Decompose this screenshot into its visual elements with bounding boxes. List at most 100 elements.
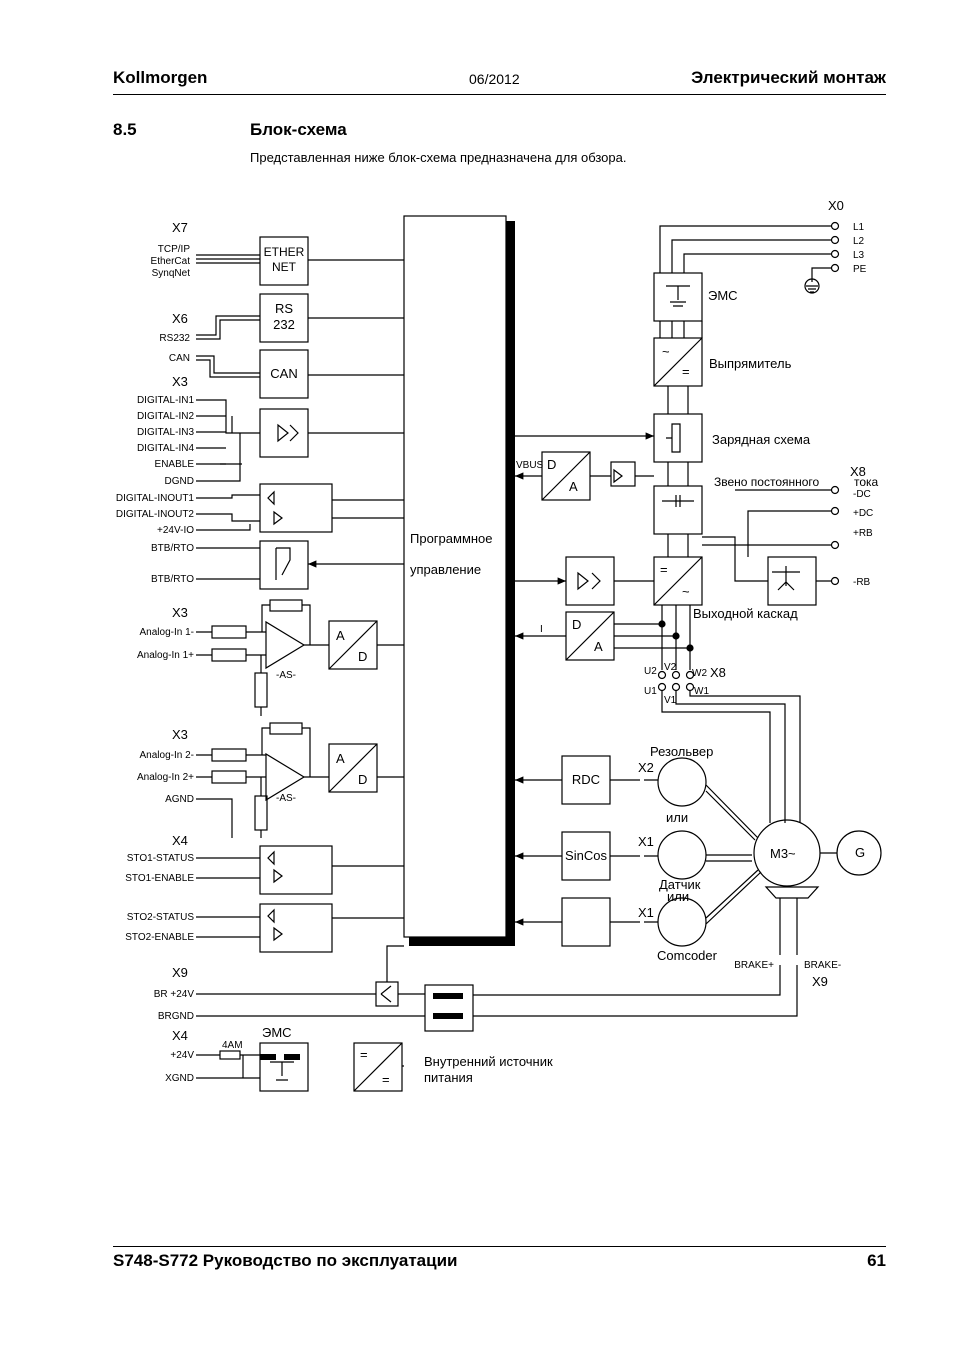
analog-in2-minus-label: Analog-In 2-	[140, 750, 194, 761]
minus-rb-label: -RB	[853, 577, 871, 588]
emc-label-2: ЭМС	[262, 1025, 292, 1040]
p24io-label: +24V-IO	[157, 525, 194, 536]
can-box-label: CAN	[270, 366, 297, 381]
controller-block	[403, 215, 507, 938]
output-eq-symbol: =	[660, 562, 668, 577]
emc-filter	[653, 272, 703, 322]
vbus-d-label: D	[547, 457, 556, 472]
xgnd-label: XGND	[165, 1073, 194, 1084]
sincos-circle	[657, 830, 707, 880]
digital-inout-block	[259, 483, 333, 533]
ad2-a-label: A	[336, 751, 345, 766]
x8-label-motor: X8	[710, 665, 726, 680]
section-intro: Представленная ниже блок-схема предназна…	[250, 150, 627, 165]
u1-label: U1	[644, 686, 657, 697]
btb-rto-label-1: BTB/RTO	[151, 543, 194, 554]
ether-label-2: NET	[272, 260, 297, 274]
resolver-circle	[657, 757, 707, 807]
section-title: Блок-схема	[250, 120, 347, 139]
digital-in3-label: DIGITAL-IN3	[137, 427, 194, 438]
ad1-d-label: D	[358, 649, 367, 664]
p24-label: +24V	[170, 1050, 194, 1061]
sto1-status-label: STO1-STATUS	[127, 853, 195, 864]
l2-label: L2	[853, 236, 865, 247]
as-label-1: -AS-	[276, 670, 296, 681]
footer-title: S748-S772 Руководство по эксплуатации	[113, 1251, 458, 1270]
sto2-block	[259, 903, 333, 953]
x9-label-motor: X9	[812, 974, 828, 989]
controller-label-1: Программное	[410, 531, 493, 546]
emc-filter-2	[259, 1042, 309, 1092]
digital-in2-label: DIGITAL-IN2	[137, 411, 194, 422]
footer-rule	[113, 1246, 886, 1247]
x4-label-sto: X4	[172, 833, 188, 848]
digital-inout1-label: DIGITAL-INOUT1	[116, 493, 195, 504]
header-chapter: Электрический монтаж	[691, 68, 886, 87]
emc-label: ЭМС	[708, 288, 738, 303]
sto2-status-label: STO2-STATUS	[127, 912, 195, 923]
dc-link-label-2: тока	[854, 475, 879, 489]
fuse	[219, 1050, 241, 1060]
resistor-2a	[211, 748, 247, 762]
pe-label: PE	[853, 264, 867, 275]
controller-label-2: управление	[410, 562, 481, 577]
br24-label: BR +24V	[154, 989, 195, 1000]
brake-plus-label: BRAKE+	[734, 960, 774, 971]
digital-inout2-label: DIGITAL-INOUT2	[116, 509, 195, 520]
rs-label-1: RS	[275, 301, 293, 316]
resolver-label: Резольвер	[650, 744, 713, 759]
section-number: 8.5	[113, 120, 137, 139]
brake-switch	[375, 981, 399, 1007]
vbus-amplifier	[610, 461, 636, 487]
agnd-label: AGND	[165, 794, 194, 805]
digital-in1-label: DIGITAL-IN1	[137, 395, 194, 406]
digital-in4-label: DIGITAL-IN4	[137, 443, 194, 454]
ad2-d-label: D	[358, 772, 367, 787]
x0-label: X0	[828, 198, 844, 213]
enable-label: ENABLE	[155, 459, 195, 470]
tcpip-label: TCP/IP	[158, 244, 191, 255]
x6-label: X6	[172, 311, 188, 326]
brake-driver	[424, 984, 474, 1032]
sto1-enable-label: STO1-ENABLE	[125, 873, 194, 884]
rs-label-2: 232	[273, 317, 295, 332]
digital-in-block	[259, 408, 309, 458]
x4-label-power: X4	[172, 1028, 188, 1043]
or-label-1: или	[666, 810, 688, 825]
minus-dc-label: -DC	[853, 489, 871, 500]
output-ac-symbol: ~	[682, 584, 690, 599]
sincos-label: SinCos	[565, 848, 607, 863]
psu-eq-label-2: =	[382, 1072, 390, 1087]
x7-label: X7	[172, 220, 188, 235]
sto2-enable-label: STO2-ENABLE	[125, 932, 194, 943]
can-pin-label: CAN	[169, 353, 190, 364]
generator-label: G	[855, 845, 865, 860]
resistor-1a	[211, 625, 247, 639]
comcoder-circle	[657, 897, 707, 947]
analog-in1-minus-label: Analog-In 1-	[140, 627, 194, 638]
comcoder-label: Comcoder	[657, 948, 718, 963]
u2-label: U2	[644, 666, 657, 677]
v1-label: V1	[664, 695, 677, 706]
motor-label: M3~	[770, 846, 796, 861]
dc-link-label-1: Звено постоянного	[714, 475, 820, 489]
rectifier-label: Выпрямитель	[709, 356, 792, 371]
rs232-pin-label: RS232	[159, 333, 190, 344]
synqnet-label: SynqNet	[152, 268, 191, 279]
sensor-label: Датчик	[659, 877, 701, 892]
resistor-1b	[211, 648, 247, 662]
psu-label-1: Внутренний источник	[424, 1054, 553, 1069]
ethercat-label: EtherCat	[151, 256, 191, 267]
sto1-block	[259, 845, 333, 895]
vbus-label: VBUS	[516, 460, 544, 471]
opamp-1	[265, 620, 306, 670]
x3-label-digital: X3	[172, 374, 188, 389]
x1-label-comcoder: X1	[638, 905, 654, 920]
x1-label-sincos: X1	[638, 834, 654, 849]
vbus-a-label: A	[569, 479, 578, 494]
resistor-1c	[269, 599, 303, 612]
ad-converter-2	[328, 743, 378, 793]
current-i-label: I	[540, 624, 543, 635]
charge-circuit-block	[653, 413, 703, 463]
ether-label-1: ETHER	[264, 245, 305, 259]
